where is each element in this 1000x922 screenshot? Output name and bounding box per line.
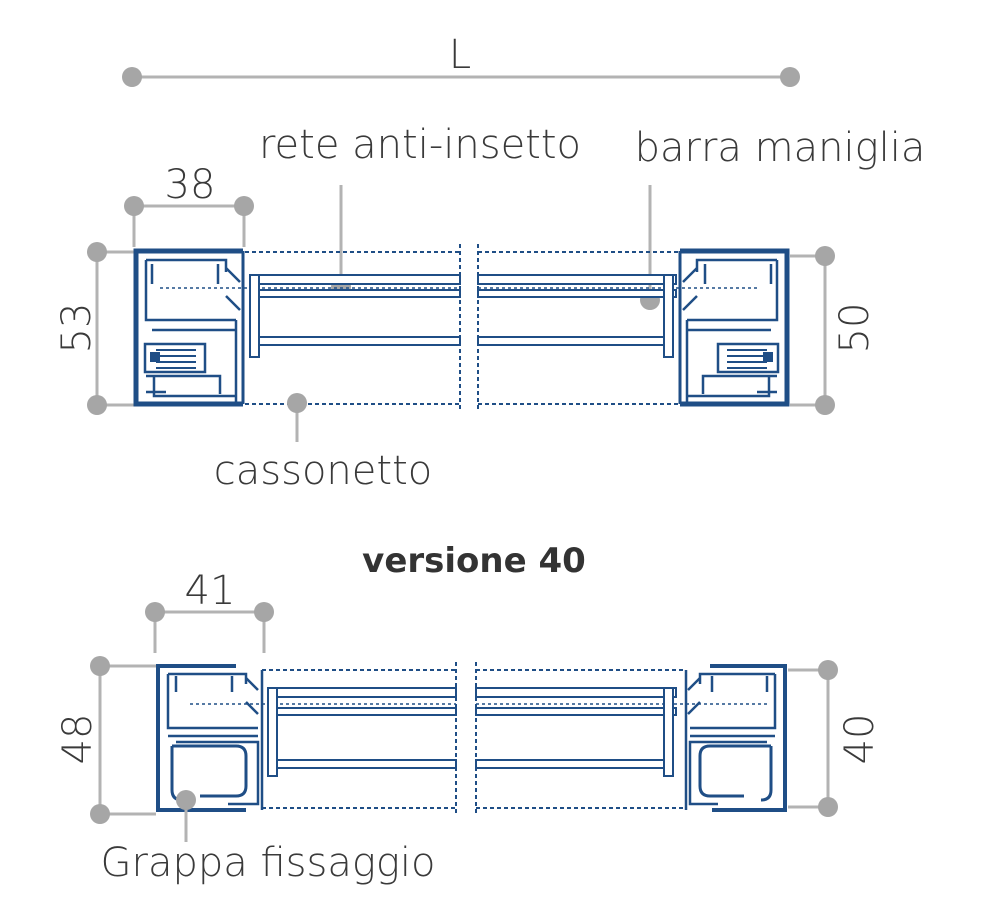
dimension-40-label: 40 [837, 714, 883, 765]
box-outline-dashed-v40 [190, 662, 770, 814]
box-outline-dashed-top [160, 244, 760, 410]
label-handle-bar: barra maniglia [635, 125, 926, 171]
dimension-41-label: 41 [185, 568, 236, 614]
dimension-50-label: 50 [832, 303, 878, 354]
left-box-profile-v40 [156, 664, 264, 812]
dimension-width-38: 38 [124, 162, 254, 247]
label-box: cassonetto [214, 448, 432, 494]
left-box-profile-top [133, 248, 245, 407]
leader-bracket [176, 790, 196, 842]
handle-bar-rails-v40 [267, 687, 677, 777]
leader-box [287, 393, 307, 442]
dimension-53-label: 53 [54, 303, 100, 354]
version-40-title: versione 40 [362, 541, 586, 581]
dimension-total-l: L [122, 32, 800, 87]
dimension-height-50: 50 [790, 246, 878, 415]
dimension-48-label: 48 [55, 714, 101, 765]
handle-bar-rails-top [249, 274, 677, 358]
label-insect-net: rete anti-insetto [259, 122, 581, 168]
dimension-38-label: 38 [165, 162, 216, 208]
right-box-profile-top [678, 248, 790, 407]
dimension-l-label: L [449, 32, 471, 78]
dimension-height-40: 40 [788, 660, 883, 817]
right-box-profile-v40 [684, 664, 787, 812]
label-bracket: Grappa fissaggio [101, 840, 436, 886]
dimension-height-48: 48 [55, 656, 156, 824]
dimension-width-41: 41 [145, 568, 274, 653]
dimension-height-53: 53 [54, 242, 136, 415]
